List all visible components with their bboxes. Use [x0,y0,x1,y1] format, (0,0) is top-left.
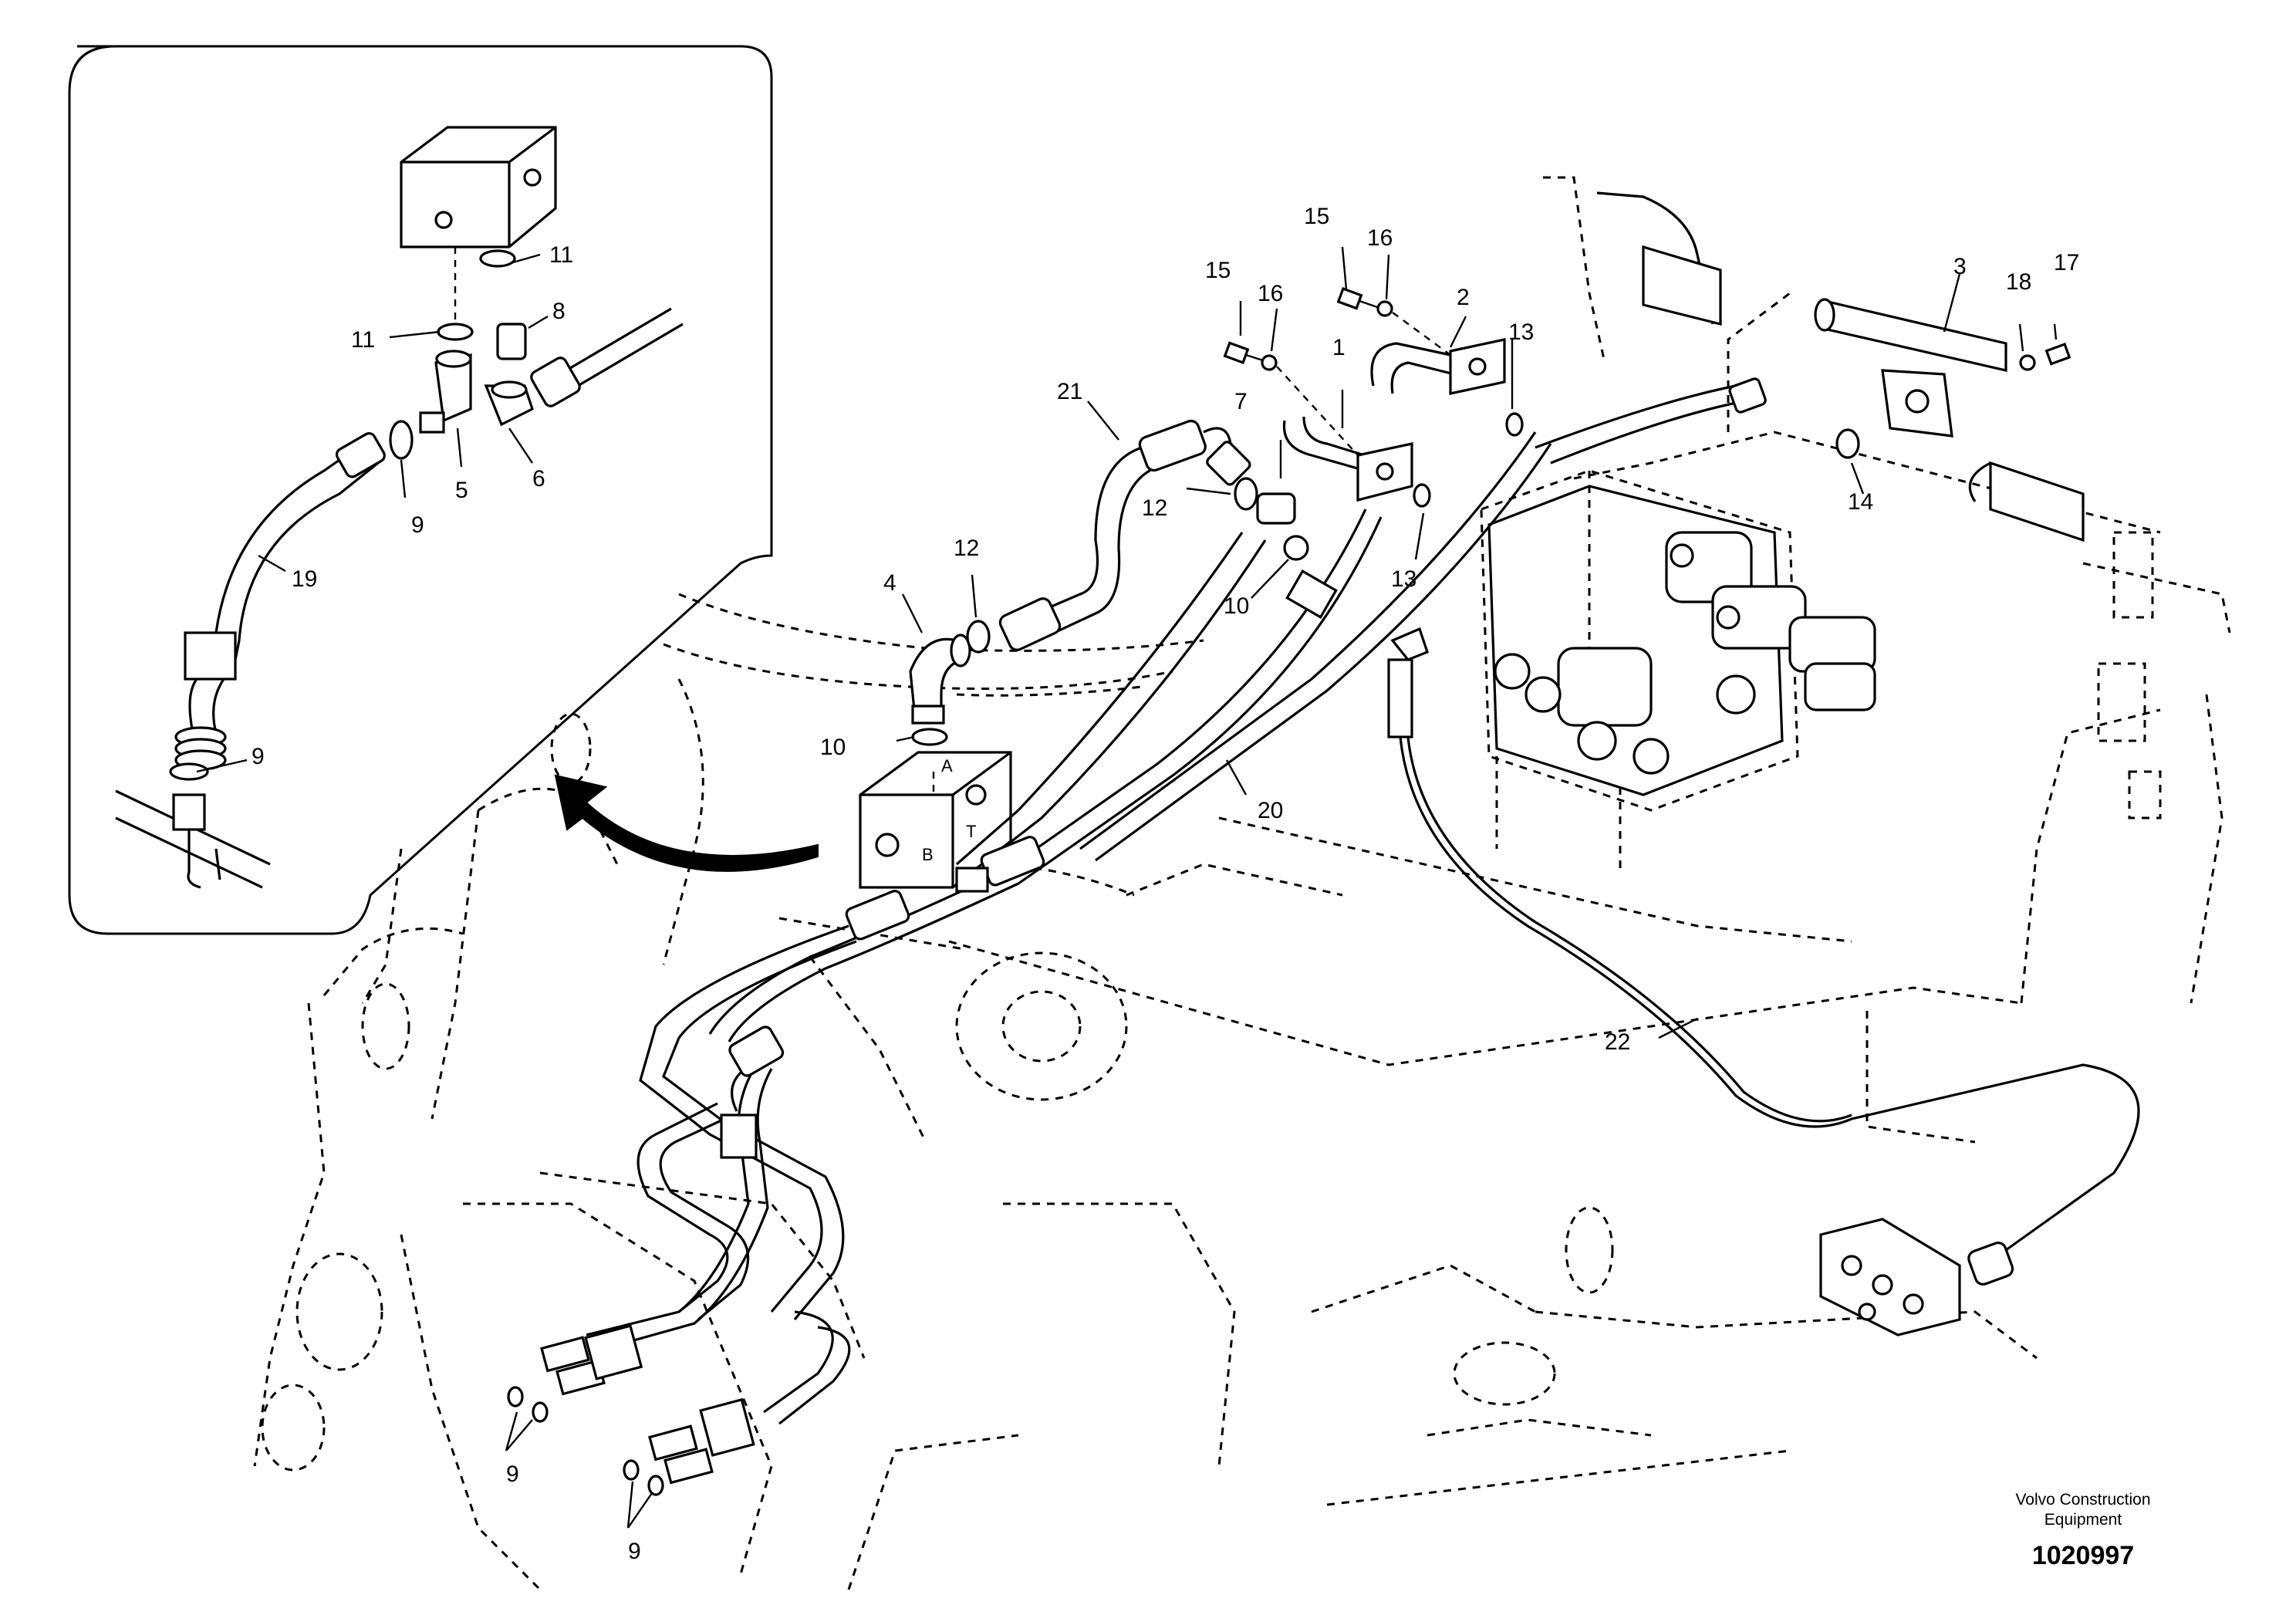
pipe-3 [1814,298,2007,438]
main-control-valve [1487,485,1876,796]
callout-20: 20 [1258,798,1283,823]
inset-o-ring-9-b [169,762,209,781]
callout-4: 4 [883,570,896,596]
inset-fitting-8 [496,323,527,360]
callout-6: 6 [532,466,545,492]
port-label-a: A [941,756,953,776]
drawing-number: 1020997 [2032,1541,2134,1570]
hose-21-end-upper [1206,441,1251,486]
inset-fitting-5 [419,350,472,434]
inset-hose-end [530,357,581,407]
hose-20-end-lower [845,890,910,941]
callout-19: 19 [292,566,317,592]
bolt-17 [2044,343,2071,366]
callout-2: 2 [1457,285,1470,310]
callout-11: 11 [549,242,573,268]
detail-inset [68,45,773,935]
washer-16-left [1261,354,1278,371]
o-ring-12-lower [966,620,991,654]
callout-9: 9 [628,1539,641,1564]
o-ring-10-upper [1283,535,1309,561]
elbow-fitting-4 [909,634,971,725]
callout-18: 18 [2006,269,2031,295]
lower-pipe-bundle [586,924,857,1425]
leader-lines [505,246,2058,1529]
callout-10: 10 [820,735,846,760]
inset-fitting-6 [484,380,534,427]
brand-line-2: Equipment [2044,1511,2122,1529]
callout-16: 16 [1367,225,1393,251]
callout-12: 12 [954,536,979,561]
o-ring-10-lower [911,728,948,746]
lower-fittings-right [623,1397,755,1496]
inset-hose-ferrule [184,631,237,681]
port-label-t: T [966,822,976,841]
callout-22: 22 [1605,1029,1630,1055]
washer-16-right [1376,300,1393,317]
callout-5: 5 [455,478,468,503]
o-ring-13-upper [1505,412,1524,437]
brand-line-1: Volvo Construction [2015,1491,2150,1509]
callout-13: 13 [1391,566,1416,592]
port-label-b: B [922,845,934,864]
detail-arrow [554,774,819,872]
inset-o-ring-11-left [437,323,474,341]
o-ring-13-lower [1413,483,1431,508]
callout-9: 9 [252,744,265,769]
o-ring-14 [1835,428,1860,459]
callout-16: 16 [1258,281,1283,306]
pipe-1 [1282,416,1413,502]
callout-1: 1 [1332,335,1346,360]
callout-21: 21 [1057,379,1082,404]
pilot-hose-upper [1535,191,2085,542]
inset-valve-block [400,126,557,248]
washer-18 [2019,354,2036,371]
callout-14: 14 [1848,489,1873,515]
hose-21-ferrule [1138,419,1207,472]
callout-9: 9 [506,1461,519,1487]
bolt-15-right [1336,287,1378,310]
inset-lower-tee [172,793,206,831]
callout-3: 3 [1953,254,1967,279]
inset-o-ring-11-top [479,249,516,268]
tee-fitting-t [955,867,989,893]
callout-7: 7 [1234,389,1248,414]
o-ring-12-upper [1234,477,1258,511]
callout-11: 11 [351,327,375,353]
bolt-15-left [1223,341,1266,364]
pipe-2 [1370,338,1506,395]
callout-12: 12 [1142,495,1167,521]
adapter-7 [1256,492,1296,525]
lower-fittings-left [507,1324,643,1423]
pressure-switch-block [1819,1218,1961,1336]
callout-8: 8 [552,299,566,324]
title-block: Volvo Construction Equipment 1020997 [2015,1491,2150,1570]
callout-15: 15 [1205,258,1231,283]
hose-22 [1387,627,2140,1286]
hose-21-end-lower [998,597,1062,651]
callout-13: 13 [1508,319,1534,345]
inset-o-ring-9-a [389,420,414,460]
callout-9: 9 [411,512,424,538]
hose-clamp [1285,569,1338,620]
callouts: 11 11 8 5 6 9 19 9 15 16 15 16 2 1 13 3 … [252,204,2079,1564]
callout-17: 17 [2054,250,2079,275]
inset-hose-end-upper [335,432,386,478]
callout-10: 10 [1224,593,1249,619]
callout-15: 15 [1304,204,1329,229]
